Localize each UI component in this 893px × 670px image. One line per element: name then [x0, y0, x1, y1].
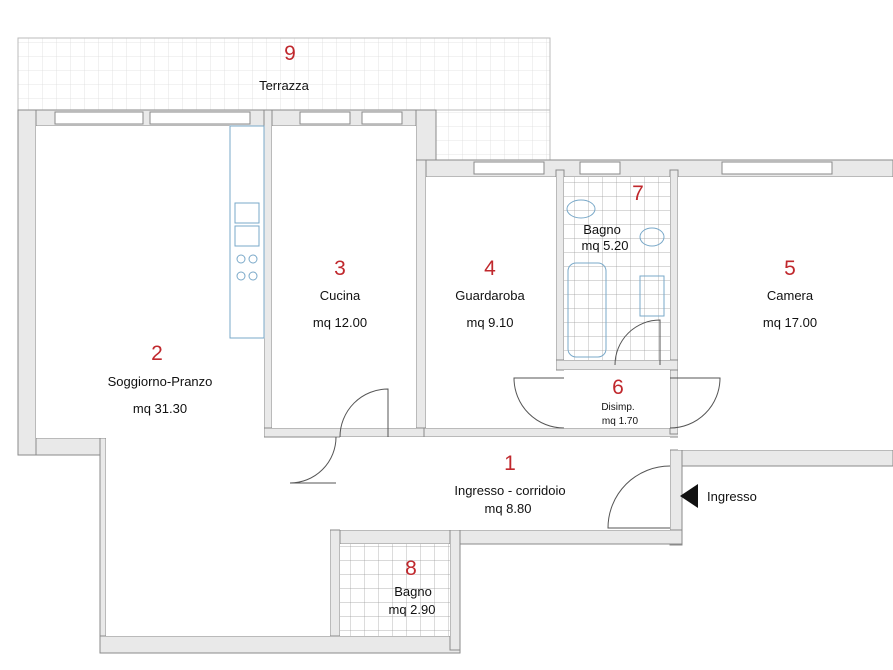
room-labels: 9 Terrazza 2 Soggiorno-Pranzo mq 31.30 3… — [108, 42, 818, 617]
doors — [289, 319, 721, 529]
arrow-left-icon — [680, 484, 698, 508]
bedroom-name: Camera — [767, 288, 814, 303]
bath1-area: mq 5.20 — [582, 238, 629, 253]
bath2-number: 8 — [405, 557, 417, 580]
wardrobe-number: 4 — [484, 257, 496, 280]
bedroom-number: 5 — [784, 257, 796, 280]
kitchen-area: mq 12.00 — [313, 315, 367, 330]
hall-area: mq 1.70 — [602, 416, 639, 427]
terrace-area — [17, 37, 551, 111]
kitchen-counter — [229, 125, 265, 339]
hall-number: 6 — [612, 376, 624, 399]
living-number: 2 — [151, 342, 163, 365]
hall-name: Disimp. — [601, 402, 634, 413]
terrace-number: 9 — [284, 42, 296, 65]
wardrobe-area: mq 9.10 — [467, 315, 514, 330]
living-name: Soggiorno-Pranzo — [108, 374, 213, 389]
living-area: mq 31.30 — [133, 401, 187, 416]
terrace-name: Terrazza — [259, 78, 310, 93]
bath1-number: 7 — [632, 182, 644, 205]
room-floors — [36, 126, 893, 636]
windows — [54, 111, 833, 175]
bath2-area: mq 2.90 — [389, 602, 436, 617]
bath1-fixtures — [566, 199, 665, 358]
kitchen-name: Cucina — [320, 288, 361, 303]
entrance-name: Ingresso - corridoio — [454, 483, 565, 498]
entry-label: Ingresso — [707, 489, 757, 504]
wardrobe-name: Guardaroba — [455, 288, 525, 303]
entrance-number: 1 — [504, 452, 516, 475]
bath1-name: Bagno — [583, 222, 621, 237]
bath2-name: Bagno — [394, 584, 432, 599]
bedroom-area: mq 17.00 — [763, 315, 817, 330]
kitchen-number: 3 — [334, 257, 346, 280]
entrance-area: mq 8.80 — [485, 501, 532, 516]
terrace-side — [431, 109, 551, 161]
